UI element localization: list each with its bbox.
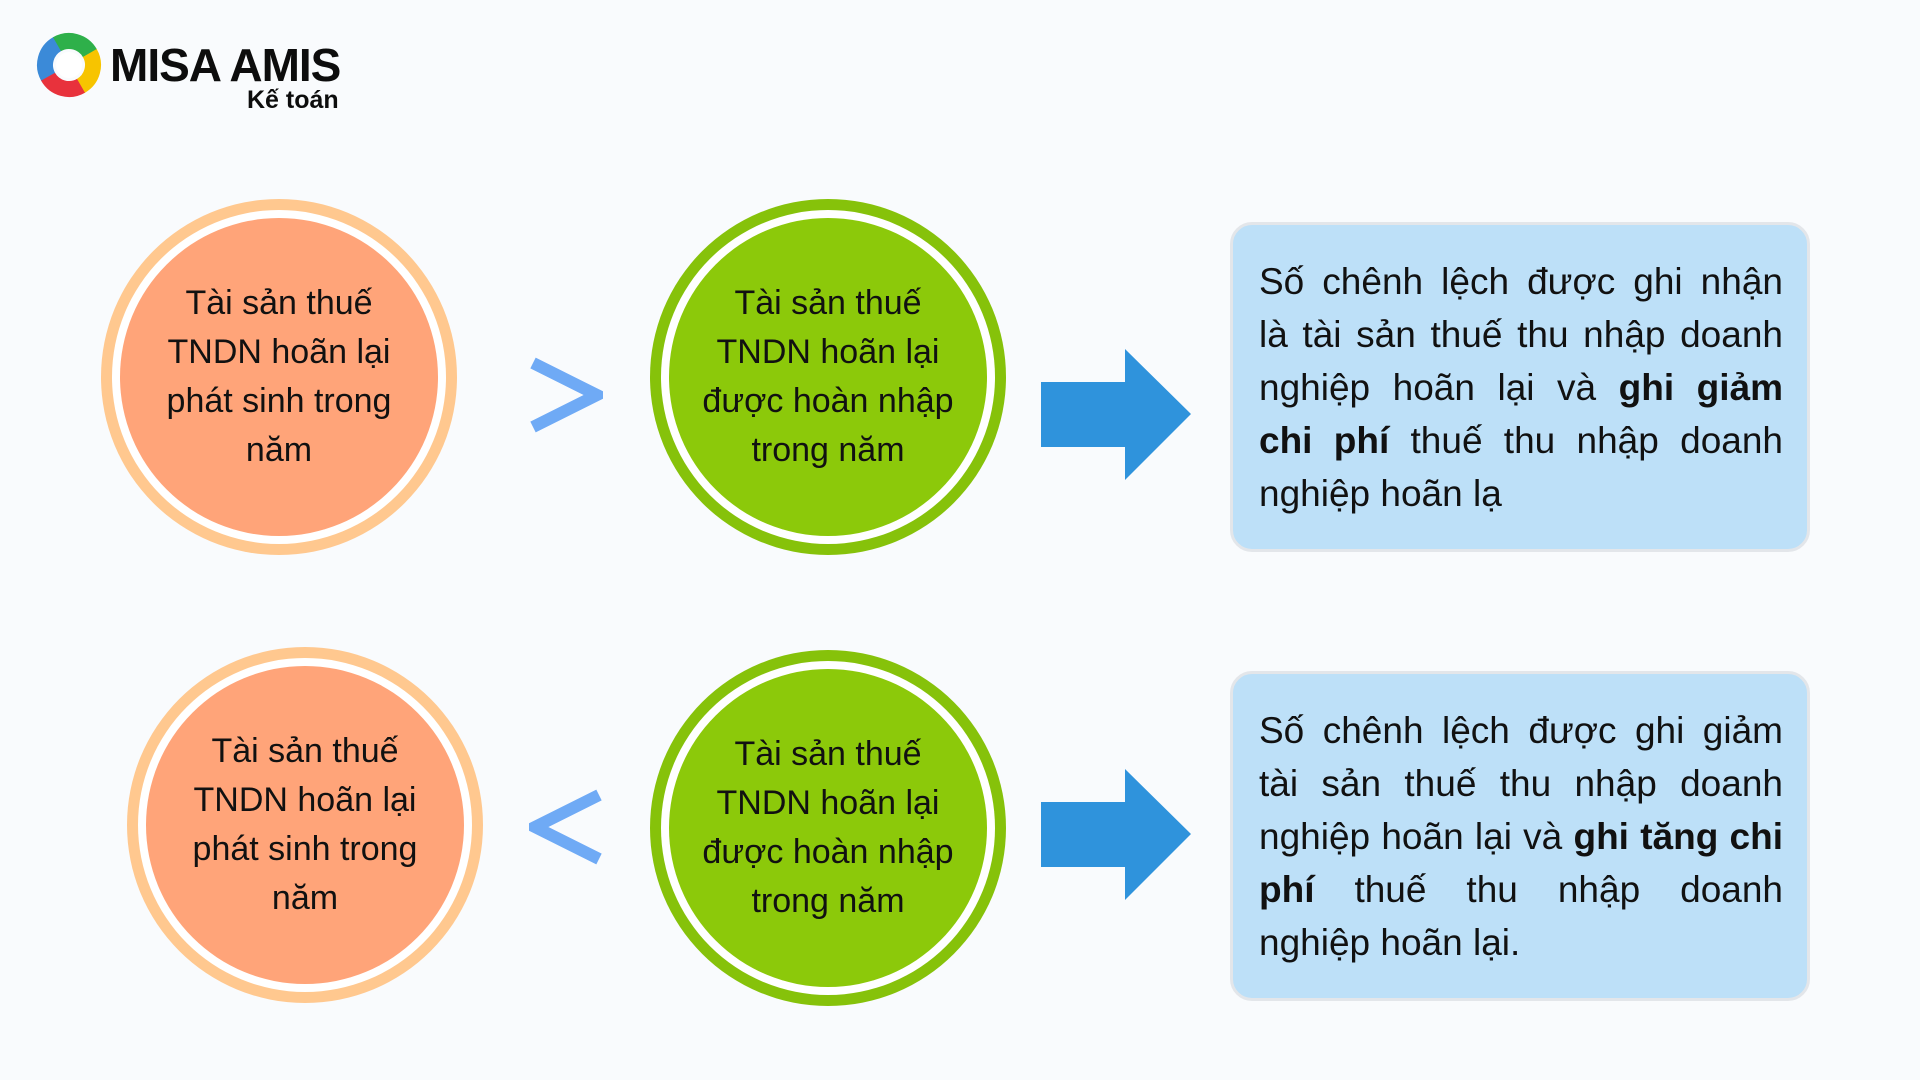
result-text: Số chênh lệch được ghi nhận là tài sản t… <box>1259 261 1783 408</box>
circle-reversed-assets-1: Tài sản thuế TNDN hoãn lại được hoàn nhậ… <box>650 199 1006 555</box>
result-text: thuế thu nhập doanh nghiệp hoãn lại. <box>1259 869 1783 963</box>
circle-text: Tài sản thuế TNDN hoãn lại được hoàn nhậ… <box>669 669 987 987</box>
right-arrow-icon <box>1041 769 1191 900</box>
less-than-icon <box>529 789 602 865</box>
result-emphasis: ghi giảm chi phí <box>1259 367 1783 461</box>
circle-text: Tài sản thuế TNDN hoãn lại phát sinh tro… <box>120 218 438 536</box>
result-box-2: Số chênh lệch được ghi giảm tài sản thuế… <box>1230 671 1810 1001</box>
circle-text: Tài sản thuế TNDN hoãn lại được hoàn nhậ… <box>669 218 987 536</box>
greater-than-icon <box>530 357 603 433</box>
circle-arising-assets-2: Tài sản thuế TNDN hoãn lại phát sinh tro… <box>127 647 483 1003</box>
logo-swirl-icon <box>37 33 101 97</box>
result-text: Số chênh lệch được ghi giảm tài sản thuế… <box>1259 710 1783 857</box>
circle-arising-assets-1: Tài sản thuế TNDN hoãn lại phát sinh tro… <box>101 199 457 555</box>
logo-subtitle: Kế toán <box>247 86 339 114</box>
circle-text: Tài sản thuế TNDN hoãn lại phát sinh tro… <box>146 666 464 984</box>
logo-name: MISA AMIS <box>110 39 341 91</box>
circle-reversed-assets-2: Tài sản thuế TNDN hoãn lại được hoàn nhậ… <box>650 650 1006 1006</box>
result-emphasis: ghi tăng chi phí <box>1259 816 1783 910</box>
right-arrow-icon <box>1041 349 1191 480</box>
result-box-1: Số chênh lệch được ghi nhận là tài sản t… <box>1230 222 1810 552</box>
result-text: thuế thu nhập doanh nghiệp hoãn lạ <box>1259 420 1783 514</box>
